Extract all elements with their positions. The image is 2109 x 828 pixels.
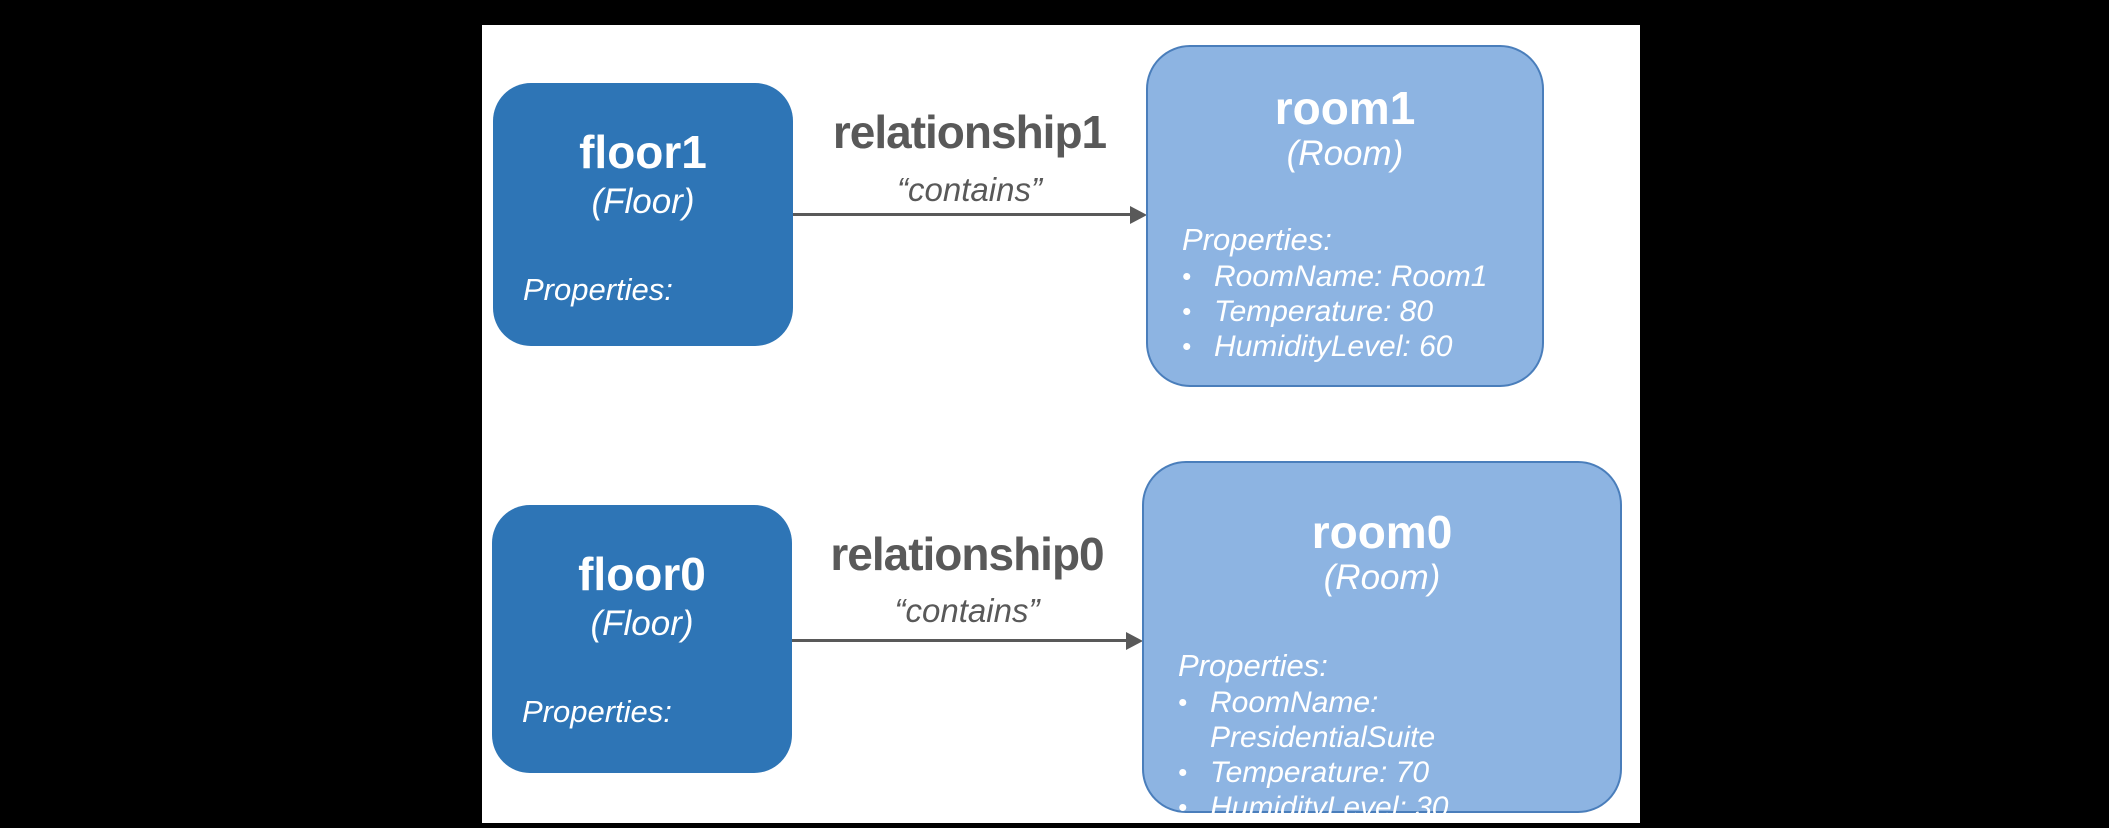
list-item: • RoomName: PresidentialSuite [1178, 685, 1604, 755]
relationship0-name: relationship0 [830, 528, 1104, 580]
floor1-model-type: (Floor) [591, 182, 695, 221]
room1-property-humiditylevel: HumidityLevel: 60 [1214, 330, 1453, 363]
floor1-node: floor1 (Floor) Properties: [493, 83, 793, 346]
relationship0-predicate: “contains” [894, 592, 1040, 629]
bullet-icon: • [1182, 331, 1192, 361]
room1-model-type: (Room) [1286, 134, 1404, 173]
list-item: • HumidityLevel: 60 [1182, 329, 1526, 364]
room0-model-type: (Room) [1323, 558, 1441, 597]
room0-node: room0 (Room) Properties: • RoomName: Pre… [1142, 461, 1622, 824]
floor1-properties-label: Properties: [523, 272, 673, 307]
room1-properties-label: Properties: [1182, 222, 1332, 257]
room1-properties-list: • RoomName: Room1 • Temperature: 80 • Hu… [1182, 259, 1526, 364]
relationship1-predicate: “contains” [897, 171, 1042, 208]
relationship1-name: relationship1 [832, 106, 1107, 158]
room1-title: room1 [1274, 82, 1416, 134]
floor1-title: floor1 [579, 126, 707, 178]
room1-property-roomname: RoomName: Room1 [1214, 260, 1488, 293]
relationship1-arrow-line [793, 213, 1131, 216]
bullet-icon: • [1182, 296, 1192, 326]
floor0-node: floor0 (Floor) Properties: [492, 505, 792, 773]
room0-properties-list: • RoomName: PresidentialSuite • Temperat… [1178, 685, 1604, 825]
room0-title: room0 [1311, 506, 1453, 558]
relationship0-arrow-line [792, 639, 1127, 642]
floor0-model-type: (Floor) [590, 604, 694, 643]
room1-node: room1 (Room) Properties: • RoomName: Roo… [1146, 45, 1544, 387]
list-item: • RoomName: Room1 [1182, 259, 1526, 294]
floor0-title: floor0 [578, 548, 706, 600]
list-item: • Temperature: 70 [1178, 755, 1604, 790]
floor0-properties-label: Properties: [522, 694, 672, 729]
room0-property-humiditylevel: HumidityLevel: 30 [1210, 791, 1449, 824]
room0-property-roomname: RoomName: PresidentialSuite [1210, 686, 1436, 754]
bullet-icon: • [1178, 687, 1188, 717]
room1-property-temperature: Temperature: 80 [1214, 295, 1434, 328]
bullet-icon: • [1182, 261, 1192, 291]
list-item: • HumidityLevel: 30 [1178, 790, 1604, 825]
relationship1-arrowhead-icon [1130, 206, 1147, 224]
relationship0-arrowhead-icon [1126, 632, 1143, 650]
room0-property-temperature: Temperature: 70 [1210, 756, 1430, 789]
bullet-icon: • [1178, 757, 1188, 787]
list-item: • Temperature: 80 [1182, 294, 1526, 329]
bullet-icon: • [1178, 792, 1188, 822]
diagram-canvas: floor1 (Floor) Properties: relationship1… [482, 25, 1640, 824]
room0-properties-label: Properties: [1178, 648, 1328, 683]
